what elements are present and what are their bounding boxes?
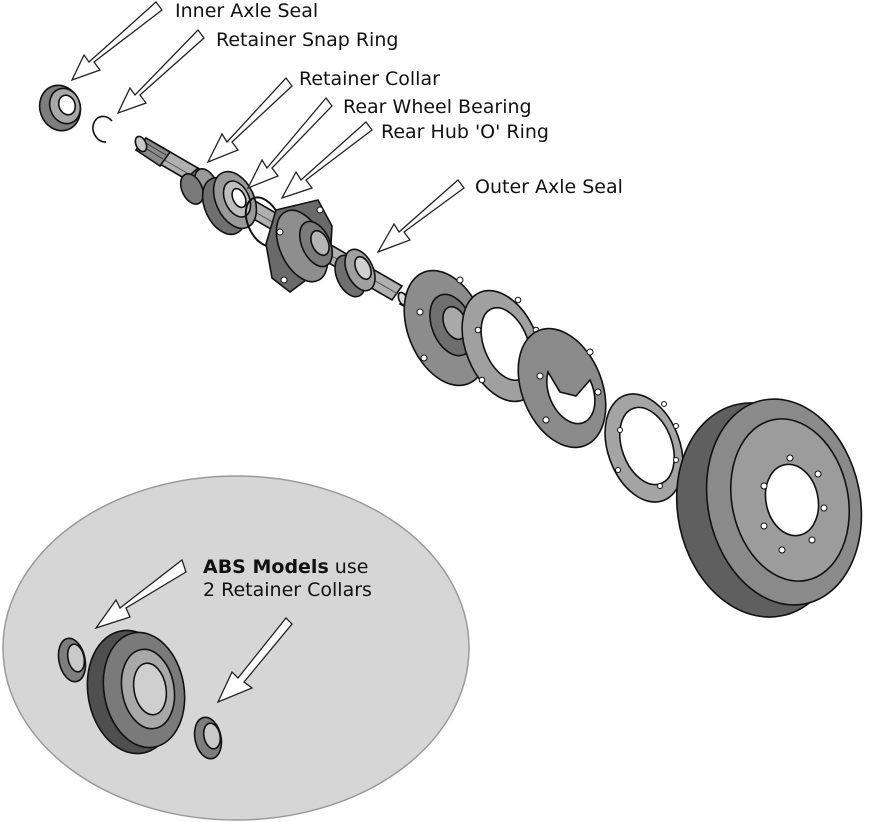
arrow-abs-right: [216, 617, 293, 704]
retainer-snap-ring-part: [92, 115, 113, 143]
label-rear-hub-o-ring: Rear Hub 'O' Ring: [381, 121, 549, 143]
abs-note-bold: ABS Models: [203, 556, 329, 578]
arrow-rear-wheel-bearing: [246, 96, 333, 190]
abs-collar-left-part: [57, 637, 87, 683]
abs-note-line1: ABS Models use: [203, 556, 372, 579]
abs-tone-ring-part: [86, 629, 186, 755]
label-inner-axle-seal: Inner Axle Seal: [175, 0, 319, 22]
inner-axle-seal-part: [38, 84, 82, 132]
abs-note-rest: use: [328, 556, 369, 578]
label-outer-axle-seal: Outer Axle Seal: [475, 176, 623, 198]
label-retainer-collar: Retainer Collar: [299, 68, 440, 90]
abs-note: ABS Models use 2 Retainer Collars: [203, 556, 372, 602]
arrow-rear-hub-o-ring: [280, 121, 373, 200]
arrow-inner-axle-seal: [70, 1, 163, 82]
abs-collar-right-part: [193, 716, 223, 760]
arrow-retainer-snap-ring: [116, 29, 205, 115]
brake-drum-part: [675, 398, 863, 618]
label-rear-wheel-bearing: Rear Wheel Bearing: [343, 96, 532, 118]
rear-wheel-bearing-part: [201, 170, 258, 236]
rear-hub-part: [265, 199, 334, 294]
drum-gasket-part: [604, 393, 684, 503]
outer-axle-seal-part: [334, 248, 376, 298]
abs-note-line2: 2 Retainer Collars: [203, 579, 372, 601]
arrow-outer-axle-seal: [376, 179, 465, 254]
brake-plate-part: [517, 327, 607, 449]
arrow-retainer-collar: [206, 76, 293, 164]
label-retainer-snap-ring: Retainer Snap Ring: [216, 29, 399, 51]
arrow-abs-left: [94, 558, 187, 630]
